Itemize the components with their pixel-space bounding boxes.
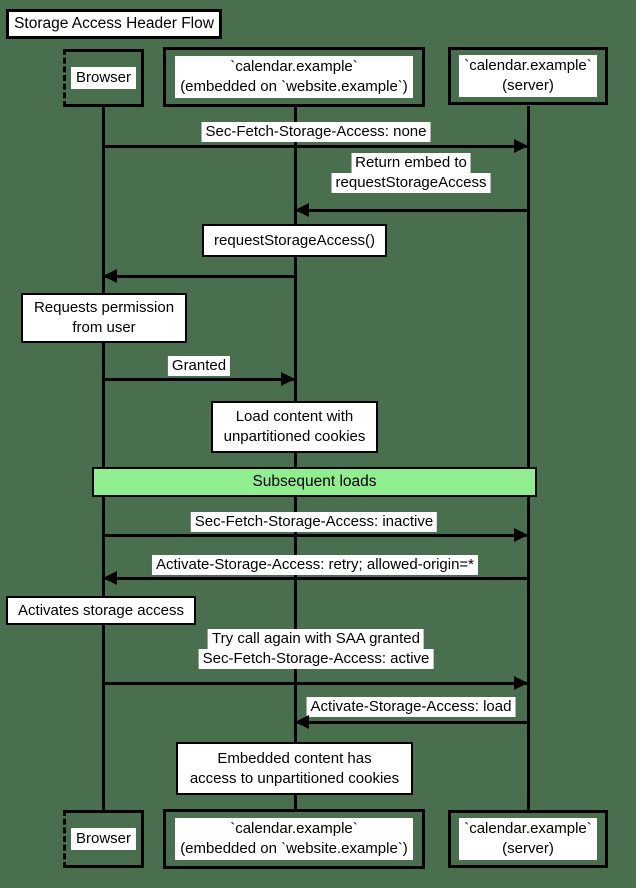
message-arrow <box>103 144 528 148</box>
arrowhead-left-icon <box>295 715 309 729</box>
arrowhead-right-icon <box>514 676 528 690</box>
actor-server-bottom: `calendar.example` (server) <box>448 810 608 868</box>
note-activates-storage-access: Activates storage access <box>6 596 196 625</box>
note-embedded-content-access: Embedded content has access to unpartiti… <box>176 742 413 795</box>
note-load-content: Load content with unpartitioned cookies <box>211 401 378 453</box>
message-label: Sec-Fetch-Storage-Access: inactive <box>190 512 438 532</box>
message-label: Granted <box>167 356 231 376</box>
arrowhead-right-icon <box>514 139 528 153</box>
message-arrow <box>103 274 295 278</box>
lifeline-embed <box>293 106 297 811</box>
actor-embed-bottom: `calendar.example` (embedded on `website… <box>163 809 425 869</box>
arrowhead-right-icon <box>514 528 528 542</box>
actor-embed-label: `calendar.example` (embedded on `website… <box>175 56 413 98</box>
message-arrow <box>103 576 528 580</box>
message-label: Try call again with SAA granted Sec-Fetc… <box>198 629 434 669</box>
note-requests-permission: Requests permission from user <box>21 293 187 343</box>
actor-browser-label: Browser <box>70 67 136 89</box>
divider-subsequent-loads: Subsequent loads <box>92 467 537 497</box>
actor-browser-top: Browser <box>63 49 144 107</box>
message-arrow <box>103 681 528 685</box>
actor-server-label: `calendar.example` (server) <box>459 55 597 97</box>
message-arrow <box>295 720 528 724</box>
arrowhead-left-icon <box>103 269 117 283</box>
actor-browser-label: Browser <box>70 828 136 850</box>
actor-browser-bottom: Browser <box>63 810 144 868</box>
lifeline-server <box>526 106 530 811</box>
message-label: Return embed to requestStorageAccess <box>331 153 491 193</box>
diagram-title-text: Storage Access Header Flow <box>14 15 214 32</box>
arrowhead-left-icon <box>103 571 117 585</box>
message-label: Activate-Storage-Access: load <box>306 697 516 717</box>
arrowhead-right-icon <box>281 372 295 386</box>
message-arrow <box>103 533 528 537</box>
diagram-title: Storage Access Header Flow <box>6 9 222 39</box>
lifeline-browser <box>101 106 105 811</box>
actor-embed-label: `calendar.example` (embedded on `website… <box>175 818 413 860</box>
arrowhead-left-icon <box>295 203 309 217</box>
message-label: Activate-Storage-Access: retry; allowed-… <box>151 555 479 575</box>
actor-server-label: `calendar.example` (server) <box>459 818 597 860</box>
note-request-storage-access: requestStorageAccess() <box>202 224 387 257</box>
actor-server-top: `calendar.example` (server) <box>448 47 608 105</box>
message-arrow <box>295 208 528 212</box>
actor-embed-top: `calendar.example` (embedded on `website… <box>163 47 425 107</box>
divider-label: Subsequent loads <box>252 473 377 490</box>
message-arrow <box>103 377 295 381</box>
message-label: Sec-Fetch-Storage-Access: none <box>201 122 431 142</box>
